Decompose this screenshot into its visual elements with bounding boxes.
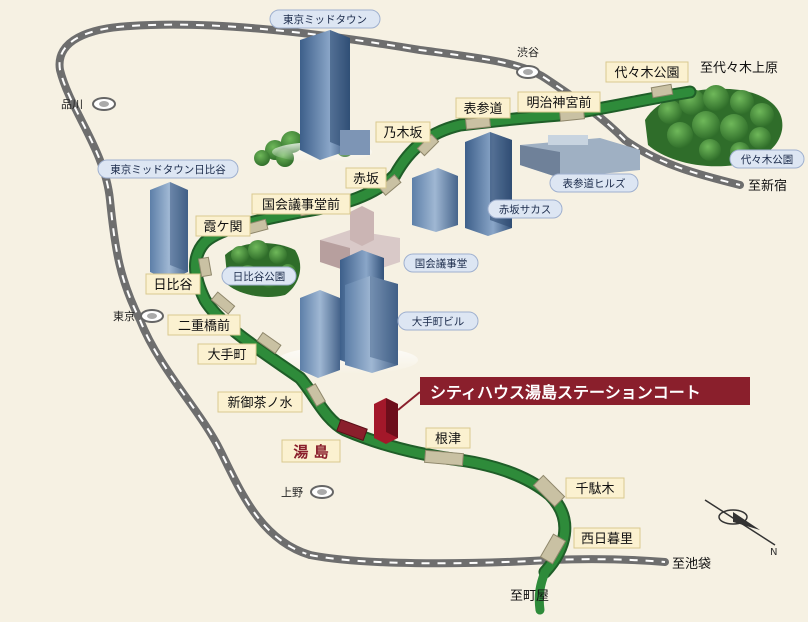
station-shin-ochanomizu: 新御茶ノ水 (217, 391, 303, 413)
landmark-kokkai-gijido: 国会議事堂 (403, 253, 479, 273)
svg-text:N: N (770, 547, 777, 558)
svg-text:赤坂: 赤坂 (353, 172, 379, 187)
station-otemachi: 大手町 (197, 343, 257, 365)
svg-text:代々木公園: 代々木公園 (614, 66, 679, 81)
yoyogi-park-forest (645, 85, 783, 167)
place-tokyo: 東京 (113, 309, 135, 323)
landmark-omotesando-hills: 表参道ヒルズ (549, 173, 639, 193)
place-ueno: 上野 (281, 486, 303, 499)
station-meiji-jingumae: 明治神宮前 (517, 91, 601, 113)
svg-text:西日暮里: 西日暮里 (581, 532, 633, 547)
landmark-otemachi-building: 大手町ビル (397, 311, 479, 331)
property-building (374, 398, 398, 444)
compass-icon: N (704, 499, 777, 558)
otemachi-buildings (278, 250, 418, 378)
jr-station-ueno-marker (310, 485, 334, 499)
svg-text:赤坂サカス: 赤坂サカス (499, 204, 552, 216)
destination-labels: 至代々木上原 至新宿 至池袋 至町屋 (510, 61, 787, 604)
jr-station-tokyo-marker (140, 309, 164, 323)
jr-station-shinagawa-marker (92, 97, 116, 111)
svg-text:湯 島: 湯 島 (293, 443, 328, 461)
svg-text:明治神宮前: 明治神宮前 (526, 95, 591, 111)
property-banner: シティハウス湯島ステーションコート (397, 377, 750, 411)
destination-machiya: 至町屋 (510, 589, 549, 604)
svg-text:表参道ヒルズ: 表参道ヒルズ (563, 177, 626, 190)
omotesando-hills-building (520, 135, 640, 178)
svg-text:乃木坂: 乃木坂 (383, 126, 422, 141)
svg-text:日比谷: 日比谷 (153, 278, 192, 293)
station-akasaka: 赤坂 (345, 167, 387, 189)
station-hibiya: 日比谷 (145, 273, 201, 295)
station-kokkai-gijidomae: 国会議事堂前 (251, 193, 351, 215)
svg-text:代々木公園: 代々木公園 (741, 154, 794, 166)
svg-text:東京ミッドタウン: 東京ミッドタウン (283, 13, 367, 26)
landmark-hibiya-park: 日比谷公園 (221, 266, 297, 286)
station-nishi-nippori: 西日暮里 (573, 527, 641, 549)
svg-text:千駄木: 千駄木 (575, 482, 614, 497)
svg-text:国会議事堂: 国会議事堂 (415, 257, 468, 270)
svg-text:大手町: 大手町 (207, 348, 246, 363)
station-sendagi: 千駄木 (565, 477, 625, 499)
station-nezu: 根津 (425, 427, 471, 449)
jr-station-shibuya-marker (516, 65, 540, 79)
svg-text:日比谷公園: 日比谷公園 (233, 270, 286, 283)
station-nogizaka: 乃木坂 (375, 121, 431, 143)
landmark-akasaka-sacas: 赤坂サカス (487, 199, 563, 219)
station-labels: 代々木公園 明治神宮前 表参道 乃木坂 赤坂 国会議事堂前 霞ケ関 日比谷 (145, 61, 689, 549)
svg-text:表参道: 表参道 (463, 101, 502, 117)
landmark-labels: 東京ミッドタウン 東京ミッドタウン日比谷 代々木公園 表参道ヒルズ 赤坂サカス … (97, 9, 805, 331)
tokyo-midtown-building (272, 30, 372, 162)
svg-text:国会議事堂前: 国会議事堂前 (262, 197, 340, 213)
svg-text:霞ケ関: 霞ケ関 (203, 220, 242, 235)
station-kasumigaseki: 霞ケ関 (195, 215, 251, 237)
station-nijubashimae: 二重橋前 (167, 314, 241, 336)
svg-text:大手町ビル: 大手町ビル (412, 315, 465, 328)
destination-yoyogi-uehara: 至代々木上原 (700, 61, 778, 76)
landmark-yoyogi-park: 代々木公園 (729, 149, 805, 169)
tokyo-midtown-hibiya-building (150, 182, 188, 280)
destination-shinjuku: 至新宿 (748, 178, 787, 194)
place-labels: 渋谷 品川 東京 上野 (61, 46, 539, 499)
station-omotesando: 表参道 (455, 97, 511, 119)
station-yushima: 湯 島 (281, 439, 341, 463)
svg-text:根津: 根津 (435, 432, 461, 447)
place-shinagawa: 品川 (61, 98, 83, 111)
svg-text:二重橋前: 二重橋前 (178, 318, 230, 334)
property-name: シティハウス湯島ステーションコート (430, 383, 701, 402)
landmark-tokyo-midtown-hibiya: 東京ミッドタウン日比谷 (97, 159, 239, 179)
svg-text:東京ミッドタウン日比谷: 東京ミッドタウン日比谷 (110, 163, 226, 176)
station-yoyogi-koen: 代々木公園 (605, 61, 689, 83)
svg-text:新御茶ノ水: 新御茶ノ水 (227, 395, 292, 411)
destination-ikebukuro: 至池袋 (672, 557, 711, 572)
place-shibuya: 渋谷 (517, 46, 539, 59)
landmark-tokyo-midtown: 東京ミッドタウン (269, 9, 381, 29)
